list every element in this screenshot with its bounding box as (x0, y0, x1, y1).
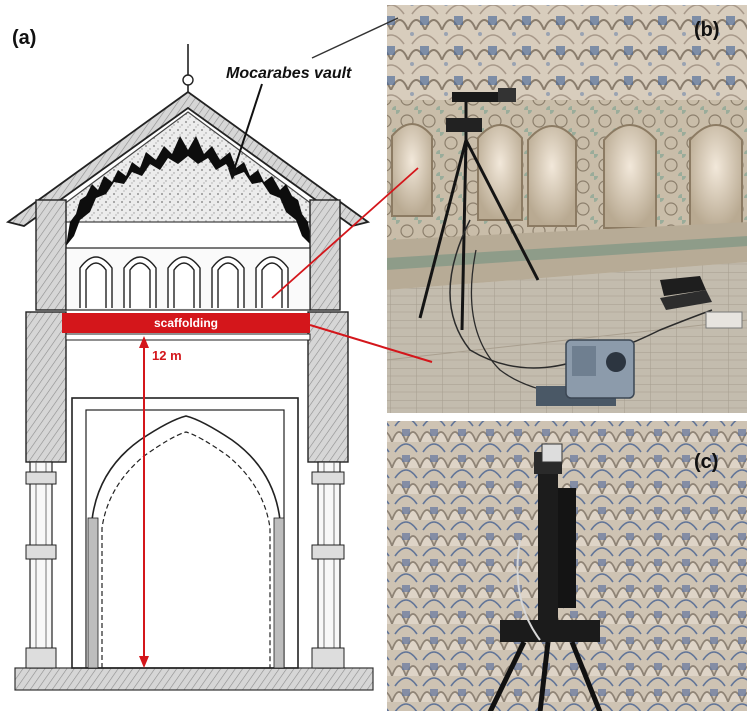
gallery-arches (79, 256, 289, 308)
beam (65, 333, 311, 341)
left-column-shaft (29, 461, 53, 669)
scaffolding-bar (62, 313, 310, 333)
power-box (705, 311, 743, 329)
scanner-rig (487, 443, 603, 714)
tripod-icon (418, 100, 540, 331)
arch-frame-outer (71, 397, 299, 669)
roof-infill (38, 111, 338, 223)
height-label: 12 m (152, 348, 182, 363)
laptop-icon (660, 276, 712, 310)
arch-frame-inner (85, 409, 285, 669)
panel-c-label: (c) (694, 451, 718, 473)
panel-b-border (385, 3, 749, 415)
laser-scanner-icon (536, 339, 635, 406)
ground-slab (14, 667, 374, 691)
panel-a-label: (a) (12, 27, 36, 49)
link-scaffold-to-floor (309, 324, 433, 363)
height-arrow-bottom (139, 656, 149, 668)
height-arrow-top (139, 336, 149, 348)
link-vault-to-photo (311, 17, 399, 59)
right-wall-upper (309, 199, 341, 311)
left-wall-upper (35, 199, 67, 311)
floor (386, 262, 748, 414)
panel-a-drawing: scaffolding 12 m Mocarabes vault (a) (5, 27, 374, 691)
panel-c-border (385, 419, 749, 713)
cables (449, 219, 713, 369)
vault-leader-line (231, 83, 263, 177)
vault-label: Mocarabes vault (226, 65, 352, 82)
panel-c-photo: (c) (386, 420, 748, 714)
right-column-shaft (317, 461, 341, 669)
link-gallery-to-photo (271, 167, 419, 299)
wall-niches (391, 123, 743, 231)
left-pier (25, 311, 67, 463)
panel-b-label: (b) (694, 19, 720, 41)
scaffolding-label: scaffolding (154, 316, 218, 330)
camera-head (452, 92, 512, 102)
muqarnas-arch (91, 415, 281, 668)
panel-b-photo: (b) (385, 4, 749, 414)
finial-ball (182, 74, 194, 86)
